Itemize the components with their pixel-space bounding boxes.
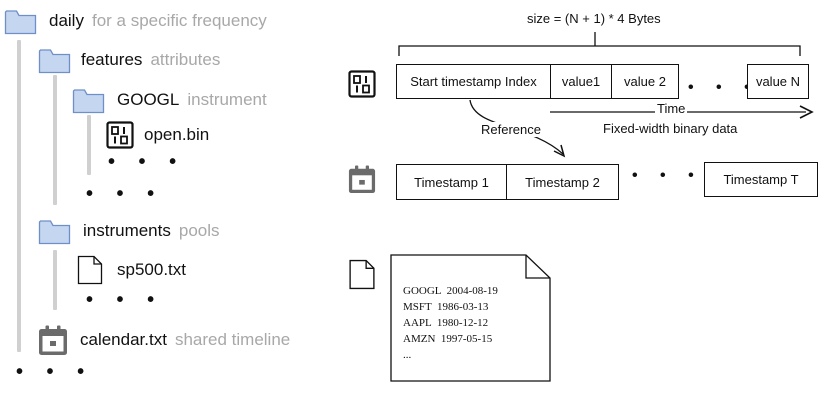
cell-timestamp-2: Timestamp 2	[506, 164, 619, 200]
tree-label-features: features	[81, 50, 143, 69]
tree-ellipsis-features: • • •	[86, 183, 164, 205]
tree-note-features: attributes	[150, 50, 221, 69]
binary-file-icon	[348, 70, 376, 98]
tree-guide-line-features	[53, 75, 57, 205]
folder-icon	[72, 88, 105, 113]
tree-item-features[interactable]: features attributes	[38, 45, 220, 75]
size-label: size = (N + 1) * 4 Bytes	[527, 11, 661, 26]
instrument-document-shape	[390, 254, 551, 382]
folder-icon	[38, 48, 71, 73]
tree-item-daily[interactable]: daily for a specific frequency	[4, 6, 267, 36]
instrument-doc-line-4: AMZN 1997-05-15	[403, 333, 493, 345]
tree-ellipsis-root: • • •	[16, 361, 94, 383]
cell-value1: value1	[550, 64, 612, 99]
tree-item-calendar[interactable]: calendar.txt shared timeline	[38, 325, 290, 355]
tree-item-instruments[interactable]: instruments pools	[38, 216, 220, 246]
tree-item-googl[interactable]: GOOGL instrument	[72, 85, 267, 115]
folder-icon	[4, 9, 37, 34]
binary-file-icon	[106, 121, 134, 149]
binary-ellipsis: • • •	[688, 79, 759, 96]
size-brace	[398, 32, 801, 56]
tree-note-instruments: pools	[178, 221, 220, 240]
tree-item-open-bin[interactable]: open.bin	[106, 120, 209, 150]
text-file-icon	[349, 259, 375, 290]
cell-timestamp-1: Timestamp 1	[396, 164, 507, 200]
tree-label-open-bin: open.bin	[144, 125, 210, 144]
instrument-doc-line-1: GOOGL 2004-08-19	[403, 285, 498, 297]
tree-guide-line-root	[17, 40, 21, 352]
tree-label-daily: daily	[49, 11, 84, 30]
instrument-doc-line-5: ...	[403, 349, 412, 361]
reference-label: Reference	[479, 122, 543, 137]
tree-ellipsis-instruments: • • •	[86, 289, 164, 311]
tree-label-googl: GOOGL	[117, 90, 180, 109]
time-label: Time	[655, 101, 688, 116]
tree-item-sp500[interactable]: sp500.txt	[77, 255, 186, 285]
cell-value2: value 2	[611, 64, 679, 99]
folder-icon	[38, 219, 71, 244]
cell-valueN: value N	[747, 64, 809, 99]
tree-label-sp500: sp500.txt	[117, 260, 186, 279]
tree-guide-line-instruments	[53, 250, 57, 310]
tree-label-instruments: instruments	[83, 221, 171, 240]
tree-guide-line-googl	[87, 115, 91, 175]
cell-start-timestamp-index: Start timestamp Index	[396, 64, 551, 99]
tree-label-calendar: calendar.txt	[80, 330, 167, 349]
calendar-ellipsis: • • •	[632, 167, 703, 184]
instrument-doc-line-2: MSFT 1986-03-13	[403, 301, 489, 313]
tree-note-calendar: shared timeline	[174, 330, 291, 349]
instrument-doc-line-3: AAPL 1980-12-12	[403, 317, 489, 329]
cell-timestamp-t: Timestamp T	[704, 162, 818, 197]
tree-note-daily: for a specific frequency	[91, 11, 267, 30]
calendar-icon	[39, 325, 67, 355]
calendar-icon	[348, 165, 376, 194]
tree-ellipsis-googl: • • •	[108, 151, 186, 173]
text-file-icon	[77, 255, 103, 285]
binary-description: Fixed-width binary data	[603, 121, 738, 136]
tree-note-googl: instrument	[187, 90, 267, 109]
